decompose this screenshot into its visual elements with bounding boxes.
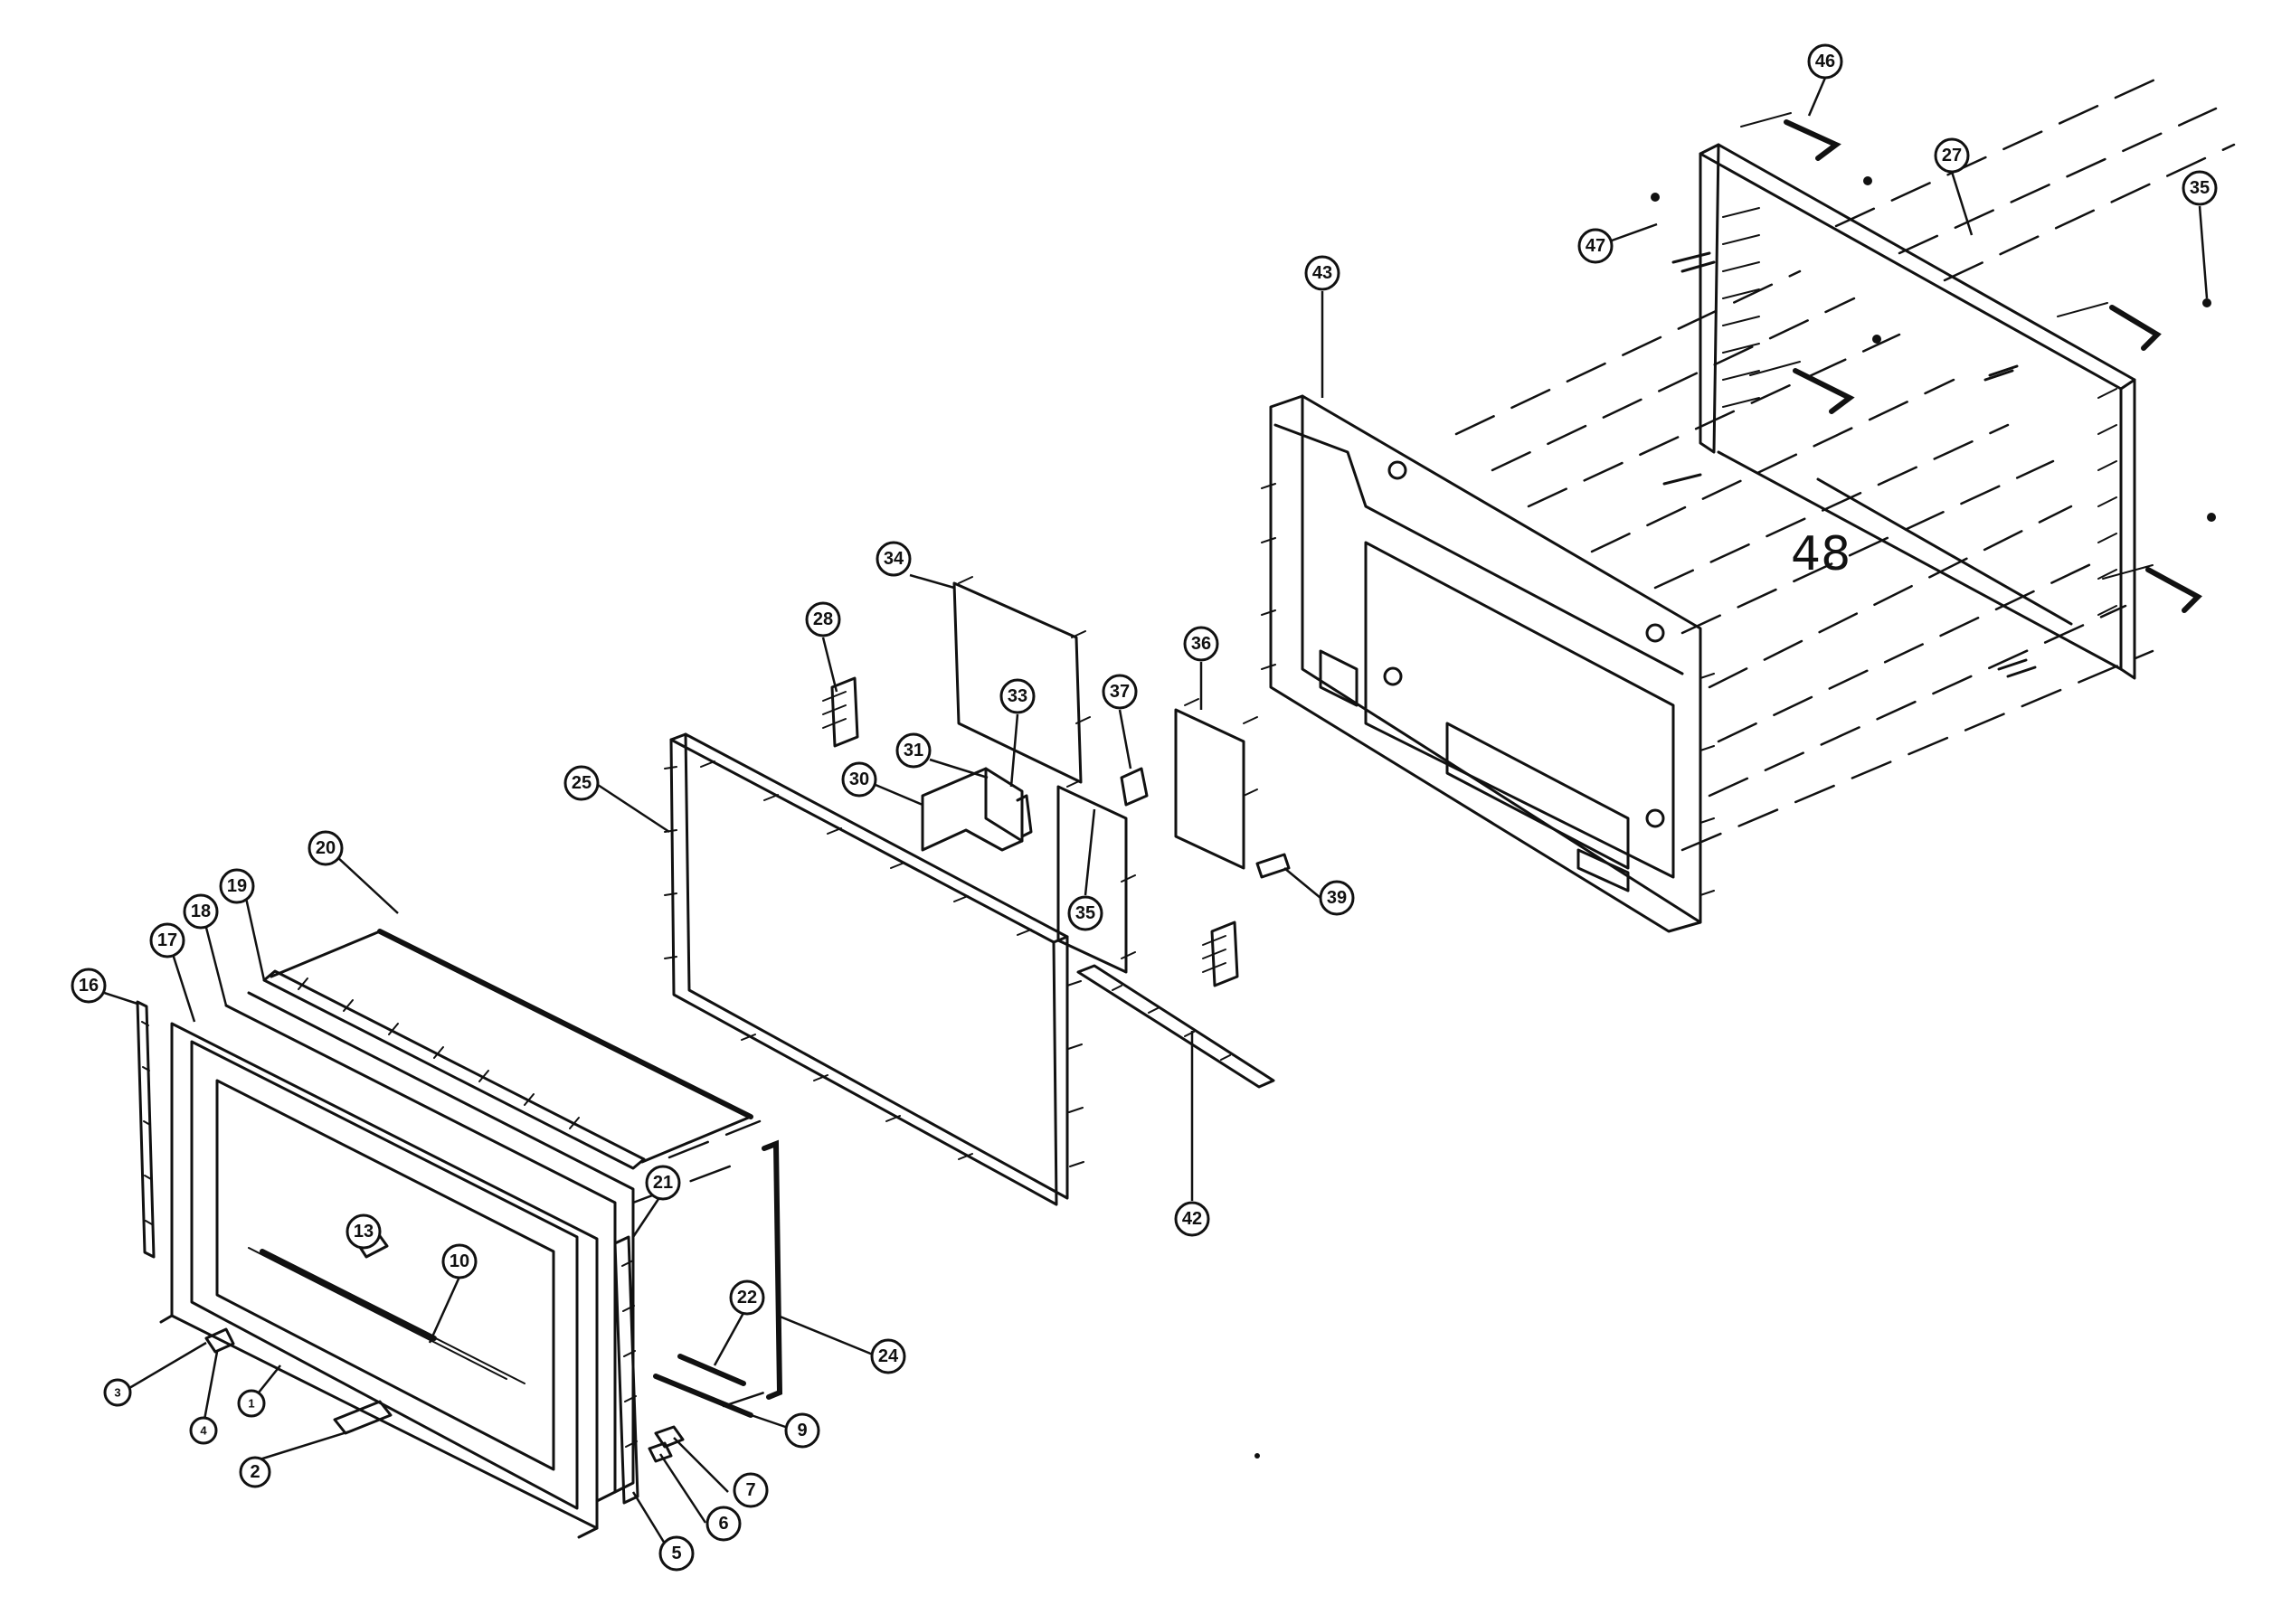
part-43-rear-cabinet: [1261, 394, 1715, 933]
svg-text:31: 31: [904, 741, 923, 760]
svg-text:17: 17: [157, 930, 177, 950]
callout-42: 42: [1174, 1201, 1210, 1237]
callout-21: 21: [645, 1165, 681, 1201]
svg-text:5: 5: [671, 1544, 681, 1563]
callout-1: 1: [237, 1389, 266, 1418]
svg-text:28: 28: [813, 609, 833, 629]
callout-47: 47: [1577, 228, 1614, 264]
part-40-connector: [1255, 853, 1291, 879]
part-24-bar: [762, 1139, 783, 1400]
part-25-lcd-panel: [664, 732, 1084, 1206]
svg-text:25: 25: [572, 773, 592, 793]
callout-35: 35: [1067, 895, 1103, 931]
part-39-component: [1120, 767, 1149, 807]
callout-10: 10: [441, 1243, 478, 1279]
svg-text:13: 13: [354, 1222, 374, 1242]
callout-5: 5: [658, 1535, 695, 1572]
callout-31: 31: [895, 732, 932, 769]
part-6-clip: [648, 1441, 673, 1463]
part-3-4-button: [204, 1327, 235, 1354]
screws: [1254, 176, 2216, 1459]
svg-text:27: 27: [1942, 146, 1962, 165]
part-17-18-rim: [224, 991, 635, 1503]
svg-text:16: 16: [79, 976, 99, 996]
svg-text:24: 24: [878, 1346, 899, 1366]
svg-text:10: 10: [450, 1251, 469, 1271]
callout-16: 16: [71, 968, 107, 1004]
callout-20: 20: [308, 830, 344, 866]
svg-text:46: 46: [1815, 52, 1835, 71]
part-30-31-33-bracket: [921, 767, 1033, 852]
svg-text:33: 33: [1008, 686, 1027, 706]
callout-27: 27: [1934, 137, 1970, 174]
alignment-lines: [631, 71, 2236, 1408]
svg-text:39: 39: [1327, 888, 1347, 908]
svg-text:22: 22: [737, 1288, 757, 1308]
svg-text:34: 34: [884, 549, 904, 569]
svg-text:35: 35: [2190, 178, 2210, 198]
svg-text:35: 35: [1075, 903, 1095, 923]
svg-text:18: 18: [191, 902, 211, 921]
callout-2: 2: [239, 1456, 271, 1488]
callout-40: 39: [1319, 880, 1355, 916]
callout-30: 30: [841, 761, 877, 798]
part-16-side-strip: [136, 1000, 156, 1259]
svg-text:47: 47: [1586, 236, 1605, 256]
part-20-frame: [270, 929, 753, 1164]
svg-text:37: 37: [1110, 682, 1130, 702]
part-1-front-bezel: [159, 1022, 599, 1539]
part-7-clip: [654, 1425, 685, 1449]
callout-4: 4: [189, 1416, 218, 1445]
callout-6: 6: [705, 1506, 742, 1542]
svg-text:20: 20: [316, 838, 336, 858]
callout-17: 17: [149, 922, 185, 958]
svg-text:43: 43: [1312, 263, 1332, 283]
callout-34: 34: [876, 541, 912, 577]
svg-text:3: 3: [114, 1386, 120, 1400]
svg-text:4: 4: [200, 1424, 207, 1438]
callout-24: 24: [870, 1338, 906, 1374]
callout-28: 28: [805, 601, 841, 637]
part-19-top-bracket: [262, 969, 646, 1170]
callout-19: 19: [219, 868, 255, 904]
handwritten-label-48: 48: [1791, 527, 1851, 581]
part-28-connector: [822, 676, 859, 748]
callout-25: 25: [563, 765, 600, 801]
callout-3: 3: [103, 1378, 132, 1407]
callout-43: 43: [1304, 255, 1340, 291]
callout-36: 36: [1183, 626, 1219, 662]
svg-text:42: 42: [1182, 1209, 1202, 1229]
part-35-board: [1056, 779, 1136, 974]
part-connector-block: [1202, 921, 1239, 987]
callout-33: 33: [999, 678, 1036, 714]
svg-text:9: 9: [797, 1421, 807, 1440]
svg-text:21: 21: [653, 1173, 673, 1193]
svg-text:19: 19: [227, 876, 247, 896]
svg-text:1: 1: [248, 1397, 254, 1411]
svg-text:36: 36: [1191, 634, 1211, 654]
part-22-bracket: [677, 1354, 746, 1386]
callout-46: 46: [1807, 43, 1843, 80]
part-34-board: [952, 576, 1091, 784]
svg-text:30: 30: [849, 770, 869, 789]
part-36-board: [1174, 698, 1258, 870]
part-27-frame: [1699, 143, 2136, 680]
part-21-side-strip: [613, 1235, 639, 1505]
part-42-bracket: [1076, 964, 1275, 1089]
part-2-panel: [333, 1400, 393, 1435]
callout-39: 37: [1102, 674, 1138, 710]
svg-text:2: 2: [250, 1462, 260, 1482]
callout-7: 7: [733, 1472, 769, 1508]
svg-text:7: 7: [745, 1480, 755, 1500]
part-46-rails: [1662, 112, 2202, 678]
svg-text:6: 6: [718, 1514, 728, 1534]
callout-18: 18: [183, 893, 219, 930]
callout-leaders: [90, 77, 2209, 1549]
callout-9: 9: [784, 1412, 820, 1449]
callout-37: 35: [2182, 170, 2218, 206]
callout-13: 13: [346, 1213, 382, 1250]
callout-22: 22: [729, 1279, 765, 1316]
